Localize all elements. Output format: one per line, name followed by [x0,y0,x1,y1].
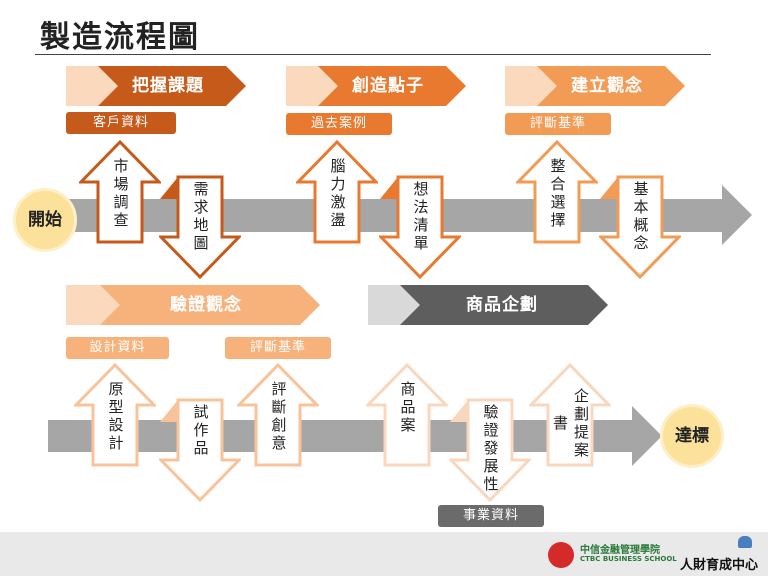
arrow-shape [159,175,241,279]
tag-customer-data: 客戶資料 [66,112,176,134]
arrow-shape [79,140,161,244]
arrow-label: 需求地圖 [191,181,210,253]
arrow-label: 評斷創意 [269,381,288,453]
arrow-label: 想法清單 [411,181,430,253]
arrow-shape [74,363,156,467]
school-name-cn: 中信金融管理學院 [580,545,660,556]
arrow-shape [449,398,531,502]
down-arrow-row1-1: 需求地圖 [159,175,241,279]
tag-evaluation-criteria-2: 評斷基準 [225,337,331,359]
tag-design-data: 設計資料 [66,337,169,359]
banner-grasp-issues: 把握課題 [66,66,248,106]
banner-label: 驗證觀念 [170,295,242,315]
banner-label: 商品企劃 [466,295,538,315]
arrow-label: 市場調查 [111,158,130,230]
arrow-label: 試作品 [191,404,210,458]
up-arrow-row1-2: 腦力激盪 [296,140,378,244]
footer: 中信金融管理學院 CTBC BUSINESS SCHOOL 人財育成中心 [0,532,768,576]
banner-label: 創造點子 [352,76,424,96]
arrow-shape [529,363,611,467]
banner-label: 把握課題 [132,76,204,96]
banner-verify-concept: 驗證觀念 [66,285,322,325]
ctbc-logo-icon [548,542,574,568]
arrow-label: 商品案 [398,381,417,435]
banner-product-planning: 商品企劃 [368,285,610,325]
banner-create-ideas: 創造點子 [286,66,468,106]
up-arrow-row1-0: 市場調查 [79,140,161,244]
arrow-label: 整合選擇 [548,158,567,230]
down-arrow-row2-4: 驗證發展性 [449,398,531,502]
down-arrow-row2-1: 試作品 [159,398,241,502]
school-name-en: CTBC BUSINESS SCHOOL [580,555,677,563]
up-arrow-row2-3: 商品案 [366,363,448,467]
arrow-shape [379,175,461,279]
arrow-label: 腦力激盪 [328,158,347,230]
arrow-label: 基本概念 [631,181,650,253]
down-arrow-row1-3: 想法清單 [379,175,461,279]
people-icon [738,536,752,548]
banner-build-concept: 建立觀念 [505,66,687,106]
up-arrow-row2-0: 原型設計 [74,363,156,467]
arrow-label: 驗證發展性 [481,404,500,494]
arrow-shape [599,175,681,279]
arrow-label: 原型設計 [106,381,125,453]
banner-label: 建立觀念 [571,76,643,96]
arrow-shape [296,140,378,244]
arrow-shape [237,363,319,467]
goal-circle: 達標 [660,404,724,468]
page-title: 製造流程圖 [40,20,200,55]
up-arrow-row1-4: 整合選擇 [516,140,598,244]
up-arrow-row2-5: 企劃提案書 [529,363,611,467]
tag-evaluation-criteria: 評斷基準 [505,113,611,135]
down-arrow-row1-5: 基本概念 [599,175,681,279]
tag-past-cases: 過去案例 [286,113,392,135]
arrow-shape [366,363,448,467]
arrow-shape [516,140,598,244]
tag-business-data: 事業資料 [438,505,544,527]
arrow-shape [159,398,241,502]
arrow-label: 企劃提案書 [551,388,590,460]
title-divider [35,54,711,55]
up-arrow-row2-2: 評斷創意 [237,363,319,467]
talent-center: 人財育成中心 [680,558,759,573]
start-circle: 開始 [13,188,77,252]
